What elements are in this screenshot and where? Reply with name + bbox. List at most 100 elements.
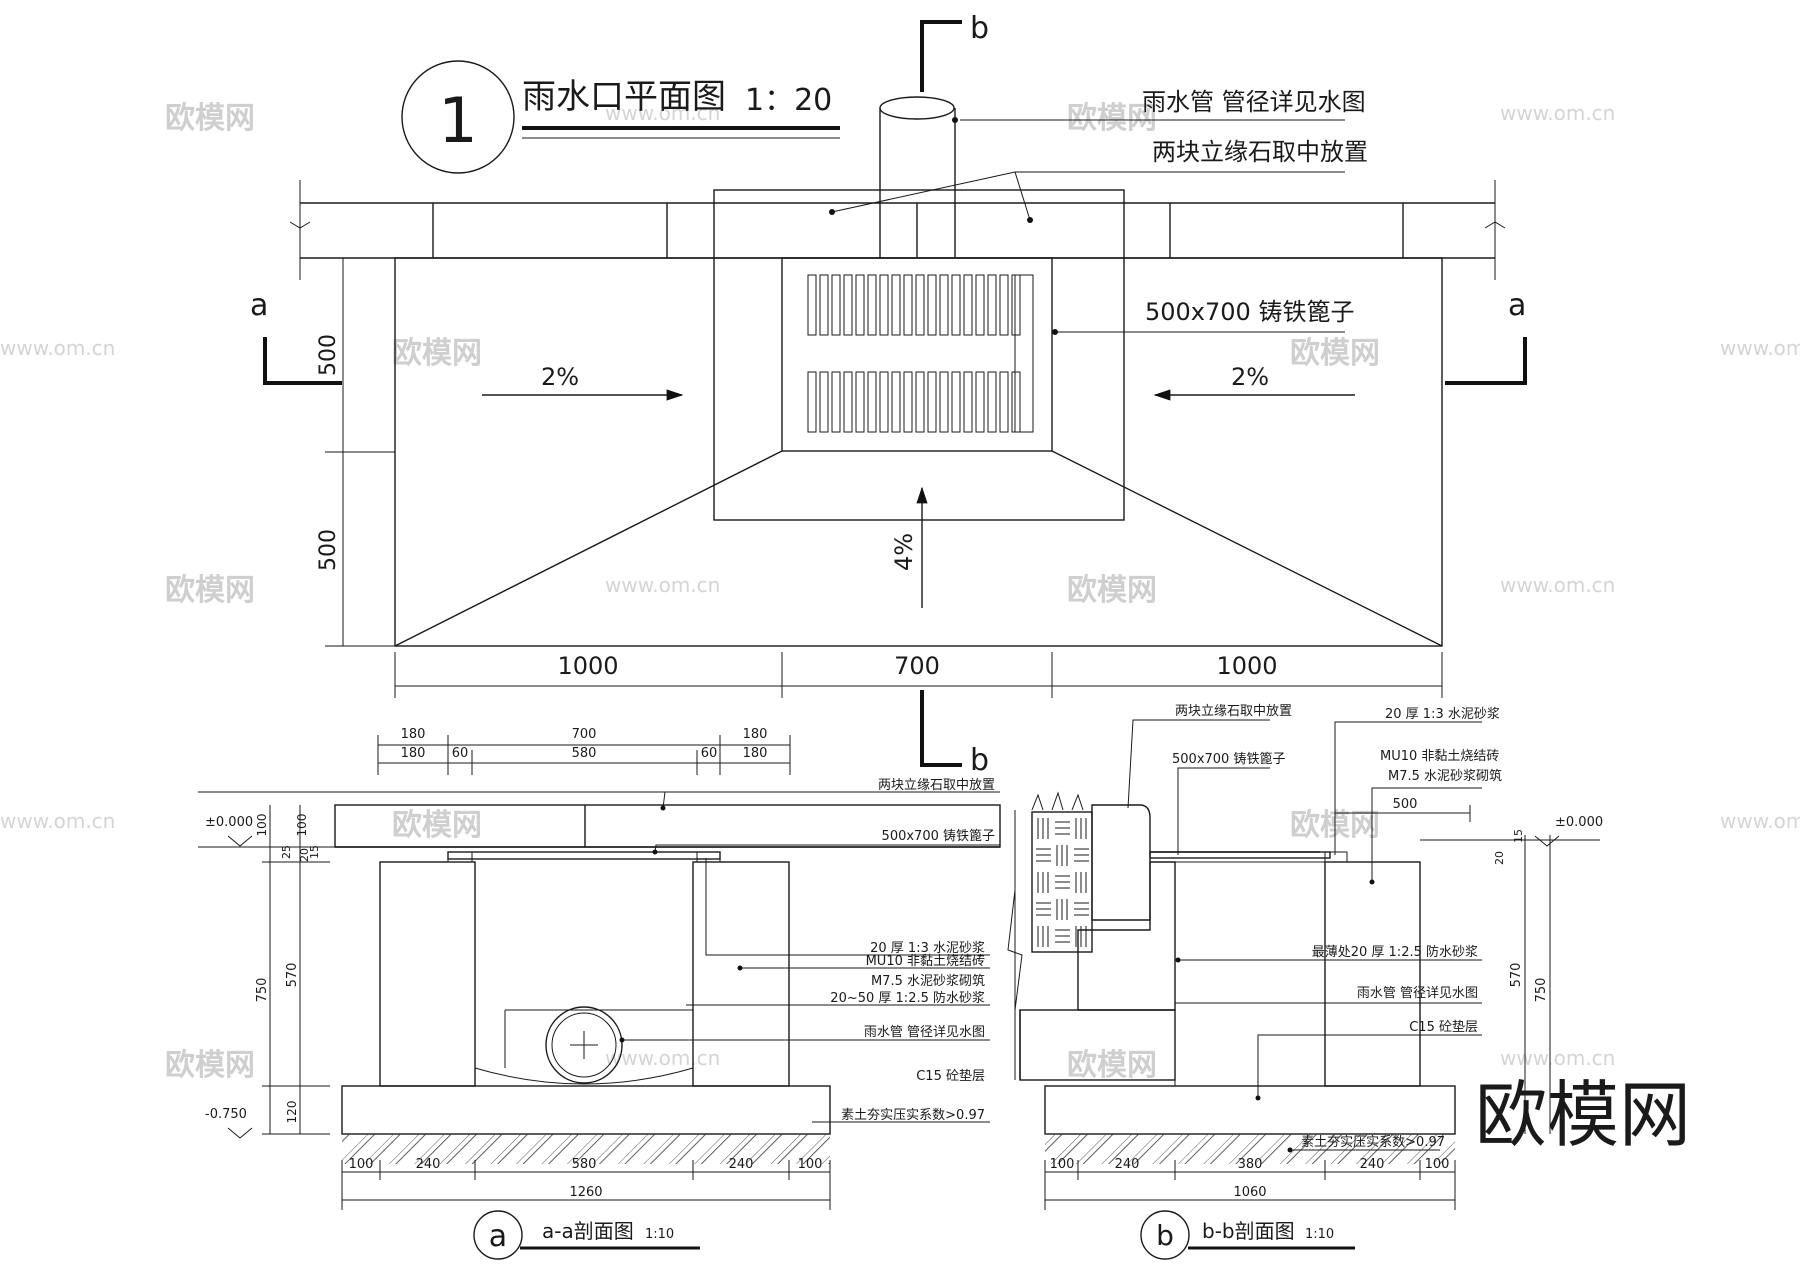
basin-outline (713, 189, 1125, 521)
grate-bar (963, 371, 973, 433)
paving-pattern (1036, 818, 1089, 947)
label: C15 砼垫层 (916, 1068, 985, 1084)
section-marker-b-bottom (920, 690, 962, 767)
dim-value: 180 (401, 727, 426, 742)
leader-dot (1175, 957, 1181, 963)
elev-bottom: -0.750 (205, 1107, 247, 1122)
watermark-url: www.om.cn (1500, 1046, 1615, 1070)
watermark-url: www.om.cn (0, 809, 115, 833)
watermark: 欧模网 (165, 101, 255, 136)
leader-dot (1287, 1147, 1293, 1153)
dim-value: 380 (1238, 1157, 1263, 1172)
mortar-bed (1324, 851, 1348, 863)
grate-bar (831, 274, 841, 336)
label: 500x700 铸铁篦子 (882, 828, 995, 844)
grate-bar (879, 371, 889, 433)
dim-value: 20 (1493, 851, 1506, 865)
grate-bar (1011, 274, 1021, 336)
grate-bar (915, 371, 925, 433)
dim-value: 1060 (1233, 1185, 1266, 1200)
section-b-circle: b (1156, 1219, 1174, 1252)
leader-line (831, 171, 1345, 221)
grate-bar (987, 371, 997, 433)
section-marker-b-top (920, 20, 962, 92)
slope-right: 2% (1231, 363, 1269, 391)
grate-bar (1011, 371, 1021, 433)
elev-mark (227, 1127, 253, 1139)
leader-line (662, 791, 1000, 809)
plan-title: 雨水口平面图 (522, 77, 726, 117)
dim-value: 580 (572, 1157, 597, 1172)
dim-value: 570 (285, 963, 300, 988)
dim-value: 120 (285, 1101, 299, 1124)
mortar-bed (1091, 919, 1151, 931)
break-symbol (289, 221, 311, 229)
grate-bar (819, 371, 829, 433)
dim-value: 180 (743, 727, 768, 742)
dim-value: 60 (452, 746, 469, 761)
dim-value: 100 (295, 814, 309, 837)
watermark-url: www.om.cn (1720, 336, 1800, 360)
label: 素土夯实压实系数>0.97 (1301, 1135, 1445, 1150)
dim-value: 700 (572, 727, 597, 742)
slope-line (1051, 450, 1443, 647)
slope-up: 4% (890, 533, 918, 571)
section-marker-a-left (263, 337, 342, 385)
dim-value: 570 (1509, 963, 1524, 988)
title-circle (1140, 1210, 1190, 1260)
leader-dot (1369, 879, 1375, 885)
label: 最薄处20 厚 1:2.5 防水砂浆 (1312, 944, 1478, 960)
leader-line (1257, 1034, 1482, 1098)
dim-700: 700 (894, 652, 940, 680)
grate-bars (807, 274, 1034, 433)
grate-frame (1014, 274, 1034, 433)
grate-bar (867, 274, 877, 336)
title-circle (401, 60, 515, 174)
label: M7.5 水泥砂浆砌筑 (871, 973, 985, 989)
elev-top: ±0.000 (1555, 815, 1603, 830)
section-a-label: a (1508, 288, 1526, 323)
grate-bar (999, 371, 1009, 433)
label: 两块立缘石取中放置 (1175, 704, 1292, 719)
watermark: 欧模网 (392, 336, 482, 371)
watermark: 欧模网 (165, 573, 255, 608)
rain-pipe-section (545, 1006, 623, 1084)
grate-bar (939, 274, 949, 336)
elev-mark (227, 835, 253, 847)
grate-section (1149, 851, 1331, 859)
leader-dot (1027, 217, 1033, 223)
label: 20 厚 1:3 水泥砂浆 (870, 941, 985, 956)
slope-left: 2% (541, 363, 579, 391)
label: M7.5 水泥砂浆砌筑 (1388, 768, 1502, 784)
dim-value: 240 (1115, 1157, 1140, 1172)
rain-pipe (879, 108, 956, 258)
dim-value: 240 (416, 1157, 441, 1172)
leader-line (1177, 767, 1270, 855)
watermark-url: www.om.cn (0, 336, 115, 360)
plants (1031, 791, 1084, 811)
dim-value: 20 (298, 848, 311, 862)
leader-line (1127, 719, 1270, 809)
label: 素土夯实压实系数>0.97 (841, 1108, 985, 1123)
section-b-label: b (970, 743, 989, 778)
label-curb: 两块立缘石取中放置 (1152, 138, 1368, 166)
section-a-title: a-a剖面图 (542, 1219, 634, 1243)
leader-dot (737, 965, 743, 971)
leader-line (705, 858, 990, 956)
label: 雨水管 管径详见水图 (864, 1025, 985, 1040)
section-b-labels: 两块立缘石取中放置 500x700 铸铁篦子 20 厚 1:3 水泥砂浆 MU1… (1127, 704, 1502, 1153)
grate-bar (903, 274, 913, 336)
rain-pipe-inner (551, 1012, 617, 1078)
basin-interior (1174, 861, 1326, 1087)
dim-500-top: 500 (316, 334, 341, 376)
plan-scale: 1：20 (745, 83, 832, 118)
dim-value: 100 (255, 814, 269, 837)
grate-bar (807, 274, 817, 336)
dim-value: 750 (255, 978, 270, 1003)
dim-value: 100 (1425, 1157, 1450, 1172)
grate-bar (987, 274, 997, 336)
label: 500x700 铸铁篦子 (1172, 751, 1285, 767)
dim-1000-right: 1000 (1216, 652, 1277, 680)
brick-wall-left (379, 861, 476, 1087)
grate-bar (891, 274, 901, 336)
